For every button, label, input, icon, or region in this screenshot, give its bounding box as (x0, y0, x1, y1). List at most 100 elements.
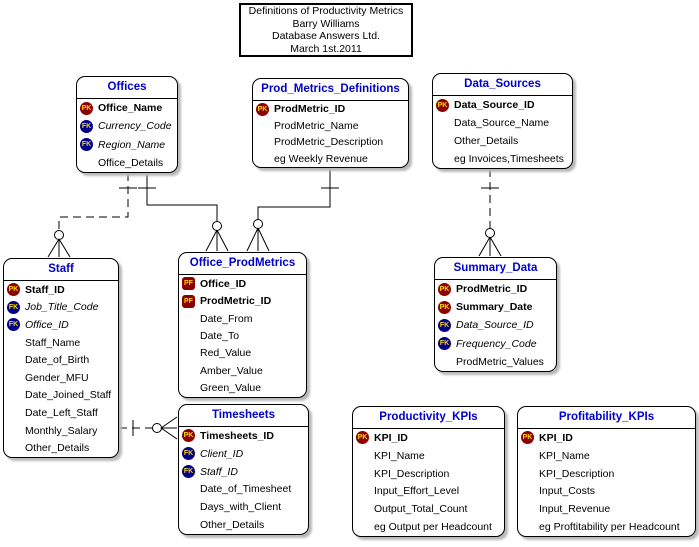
no-key-spacer (182, 519, 195, 532)
pk-key-icon: PK (182, 429, 195, 443)
field-label: KPI_Description (539, 467, 615, 480)
field-label: Client_ID (200, 447, 244, 460)
field-row: Date_Joined_Staff (4, 387, 118, 405)
field-row: Red_Value (179, 345, 306, 362)
fk-key-icon: FK (182, 465, 195, 479)
no-key-spacer (438, 355, 451, 368)
entity-title: Office_ProdMetrics (179, 253, 306, 275)
field-label: Date_To (200, 329, 240, 342)
no-key-spacer (7, 336, 20, 349)
field-label: Output_Total_Count (374, 503, 468, 516)
cardinality-zero-circle (212, 221, 222, 231)
field-row: Days_with_Client (179, 498, 308, 516)
crows-foot (160, 416, 178, 440)
field-row: Other_Details (433, 132, 572, 150)
entity-title: Profitability_KPIs (518, 407, 695, 429)
pk-key-icon: PK (7, 283, 20, 297)
field-label: Input_Costs (539, 485, 596, 498)
field-label: Data_Source_Name (454, 117, 550, 129)
field-label: Red_Value (200, 347, 252, 360)
field-label: ProdMetric_Name (274, 119, 359, 132)
no-key-spacer (7, 442, 20, 455)
no-key-spacer (182, 329, 195, 342)
field-label: ProdMetric_Description (274, 136, 384, 149)
no-key-spacer (182, 312, 195, 325)
relationship-offices-office_prodmetrics (138, 173, 229, 252)
field-label: Input_Revenue (539, 503, 611, 516)
field-row: FK Staff_ID (179, 463, 308, 481)
field-row: PK ProdMetric_ID (253, 101, 408, 118)
entity-title: Summary_Data (435, 258, 556, 280)
cardinality-zero-circle (253, 219, 263, 229)
field-label: Data_Source_ID (456, 319, 534, 332)
field-row: Input_Revenue (518, 500, 695, 518)
crows-foot (205, 229, 229, 252)
field-label: Staff_ID (200, 465, 238, 478)
field-label: Other_Details (454, 135, 519, 147)
diagram-company: Database Answers Ltd. (272, 30, 380, 42)
fk-key-icon: FK (438, 318, 451, 332)
field-label: Region_Name (98, 138, 166, 151)
field-row: Date_of_Timesheet (179, 480, 308, 498)
field-label: Date_Left_Staff (25, 406, 98, 419)
fk-key-icon: FK (80, 138, 93, 152)
fk-key-icon: FK (182, 447, 195, 461)
field-row: Other_Details (179, 516, 308, 534)
field-row: eg Weekly Revenue (253, 151, 408, 168)
field-label: Office_Name (98, 102, 163, 115)
field-label: ProdMetric_ID (274, 103, 346, 116)
field-label: eg Invoices,Timesheets (454, 153, 564, 165)
entity-title: Staff (4, 259, 118, 281)
field-row: ProdMetric_Description (253, 134, 408, 151)
pk-key-icon: PK (256, 102, 269, 116)
no-key-spacer (182, 347, 195, 360)
no-key-spacer (182, 364, 195, 377)
field-label: ProdMetric_Values (456, 355, 544, 368)
field-label: eg Proftitability per Headcount (539, 521, 680, 534)
field-row: eg Invoices,Timesheets (433, 150, 572, 168)
relationship-offices-staff (47, 173, 137, 258)
entity-title: Data_Sources (433, 74, 572, 96)
no-key-spacer (7, 389, 20, 402)
field-label: Job_Title_Code (25, 301, 99, 314)
field-row: eg Proftitability per Headcount (518, 518, 695, 536)
field-label: KPI_Description (374, 467, 450, 480)
no-key-spacer (356, 521, 369, 534)
field-label: eg Output per Headcount (374, 521, 492, 534)
field-label: KPI_Name (374, 449, 425, 462)
no-key-spacer (182, 483, 195, 496)
pf-key-icon: PF (182, 277, 195, 291)
fk-key-icon: FK (438, 337, 451, 351)
field-label: Data_Source_ID (454, 99, 535, 111)
no-key-spacer (521, 449, 534, 462)
field-row: Date_To (179, 327, 306, 344)
field-row: Input_Effort_Level (353, 482, 504, 500)
no-key-spacer (436, 135, 449, 148)
field-label: Date_of_Birth (25, 354, 90, 367)
no-key-spacer (256, 119, 269, 132)
no-key-spacer (256, 136, 269, 149)
relationship-prod_metrics_definitions-office_prodmetrics (246, 168, 339, 252)
no-key-spacer (436, 153, 449, 166)
no-key-spacer (356, 467, 369, 480)
pk-key-icon: PK (438, 300, 451, 314)
field-label: Date_Joined_Staff (25, 389, 112, 402)
no-key-spacer (7, 424, 20, 437)
field-label: Date_of_Timesheet (200, 483, 292, 496)
field-row: FK Data_Source_ID (435, 316, 556, 334)
field-label: Green_Value (200, 382, 262, 395)
